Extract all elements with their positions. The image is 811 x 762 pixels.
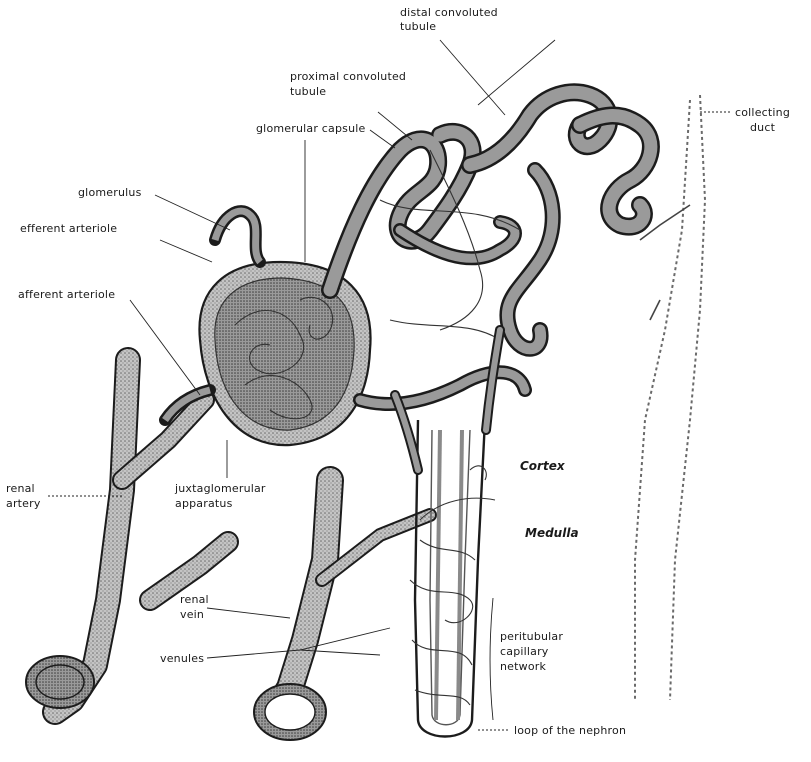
label-proximal-convoluted-tubule: proximal convoluted tubule	[290, 70, 406, 98]
label-peritubular-capillary-network: peritubular capillary network	[500, 630, 563, 673]
svg-text:apparatus: apparatus	[175, 497, 233, 510]
svg-text:renal: renal	[6, 482, 35, 495]
convoluted-tubules	[330, 92, 651, 404]
svg-text:proximal convoluted: proximal convoluted	[290, 70, 406, 83]
svg-text:duct: duct	[750, 121, 776, 134]
svg-text:peritubular: peritubular	[500, 630, 563, 643]
svg-text:artery: artery	[6, 497, 41, 510]
renal-vein-vessel	[254, 480, 430, 740]
svg-text:juxtaglomerular: juxtaglomerular	[174, 482, 266, 495]
label-afferent-arteriole: afferent arteriole	[18, 288, 115, 301]
label-collecting-duct: collecting duct	[735, 106, 790, 134]
label-efferent-arteriole: efferent arteriole	[20, 222, 117, 235]
svg-text:vein: vein	[180, 608, 204, 621]
svg-text:capillary: capillary	[500, 645, 549, 658]
svg-text:collecting: collecting	[735, 106, 790, 119]
label-distal-convoluted-tubule: distal convoluted tubule	[400, 6, 498, 33]
label-medulla: Medulla	[525, 526, 579, 540]
svg-text:distal convoluted: distal convoluted	[400, 6, 498, 19]
svg-text:tubule: tubule	[290, 85, 326, 98]
svg-text:network: network	[500, 660, 547, 673]
glomerular-capsule-shape	[199, 262, 370, 445]
label-renal-vein: renal vein	[180, 593, 209, 621]
label-venules: venules	[160, 652, 204, 665]
label-juxtaglomerular-apparatus: juxtaglomerular apparatus	[174, 482, 266, 510]
label-glomerular-capsule: glomerular capsule	[256, 122, 365, 135]
label-renal-artery: renal artery	[6, 482, 41, 510]
collecting-duct-vessel	[635, 95, 705, 700]
label-loop-of-the-nephron: loop of the nephron	[514, 724, 626, 737]
label-glomerulus: glomerulus	[78, 186, 142, 199]
svg-text:tubule: tubule	[400, 20, 436, 33]
label-cortex: Cortex	[520, 459, 566, 473]
svg-text:renal: renal	[180, 593, 209, 606]
leader-lines	[48, 40, 730, 730]
